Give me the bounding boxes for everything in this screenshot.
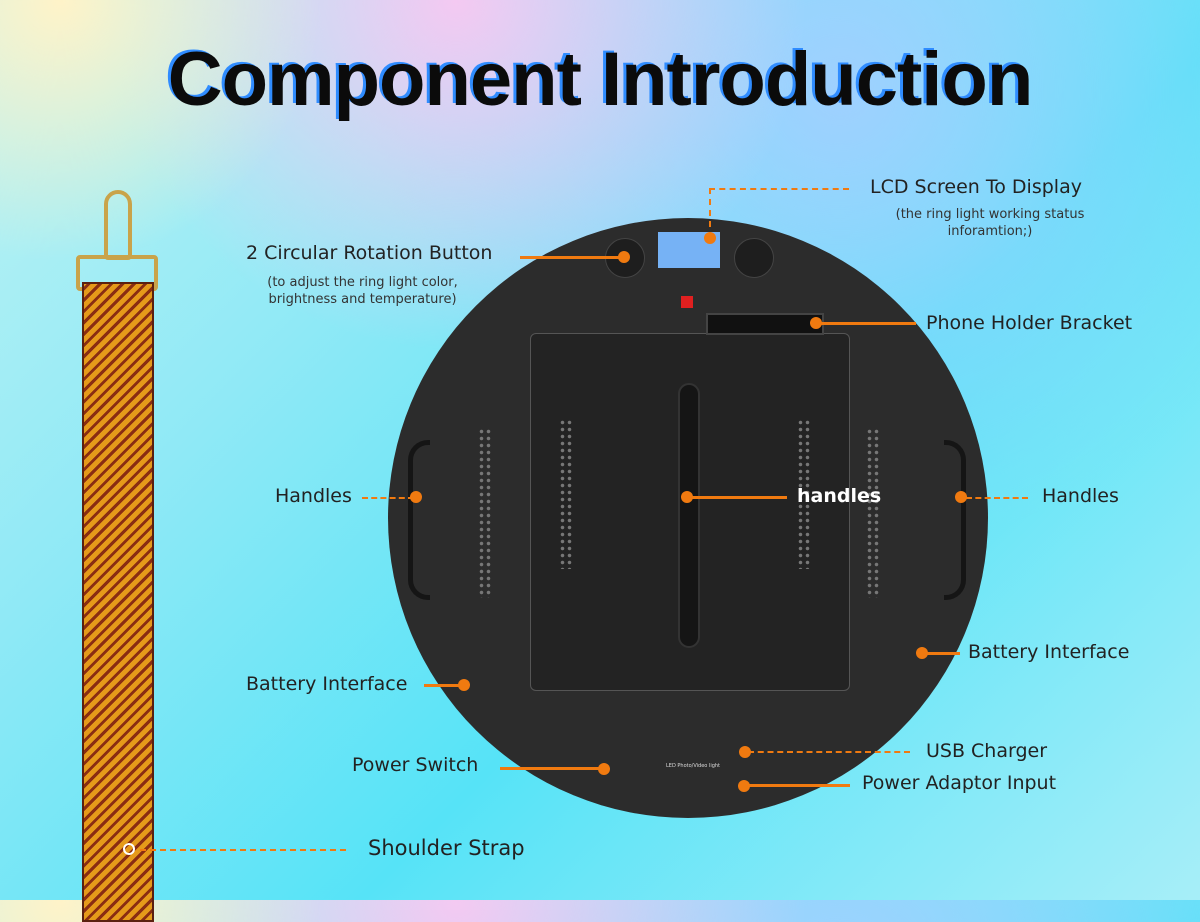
ring-light-back-image: LED Photo/Video light [388, 218, 988, 818]
center-handle [678, 383, 700, 648]
product-label: LED Photo/Video light [666, 763, 721, 769]
lcd-marker [704, 232, 716, 244]
battery-left-marker [458, 679, 470, 691]
power-switch-marker [598, 763, 610, 775]
phone-holder-knob [681, 296, 693, 308]
rotation-button-right [734, 238, 774, 278]
vent [797, 419, 811, 569]
handles-left-marker [410, 491, 422, 503]
page-title: Component Introduction [167, 37, 1034, 122]
usb-charger-label: USB Charger [926, 740, 1048, 762]
rotation-button-description: (to adjust the ring light color, brightn… [267, 275, 458, 307]
rotation-button-label: 2 Circular Rotation Button [246, 242, 493, 264]
rotation-marker [618, 251, 630, 263]
battery-left-label: Battery Interface [246, 673, 408, 695]
battery-left-leader [424, 684, 464, 687]
handles-center-label: handles [797, 485, 882, 507]
handles-right-marker [955, 491, 967, 503]
adaptor-leader [744, 784, 850, 787]
strap-band [82, 282, 154, 922]
side-handle-right [944, 440, 966, 600]
battery-right-label: Battery Interface [968, 641, 1130, 663]
shoulder-strap-label: Shoulder Strap [368, 836, 525, 860]
lcd-description: (the ring light working status inforamti… [895, 207, 1085, 239]
side-handle-left [408, 440, 430, 600]
lcd-leader [709, 188, 849, 190]
phone-holder [706, 313, 824, 335]
phone-holder-label: Phone Holder Bracket [926, 312, 1133, 334]
handles-right-label: Handles [1042, 485, 1119, 507]
lcd-label: LCD Screen To Display [870, 176, 1082, 198]
power-adaptor-label: Power Adaptor Input [862, 772, 1057, 794]
phone-leader [816, 322, 916, 325]
strap-marker [123, 843, 135, 855]
vent [866, 428, 880, 598]
usb-marker [739, 746, 751, 758]
handles-left-leader [362, 497, 414, 499]
handles-right-leader [966, 497, 1028, 499]
vent [559, 419, 573, 569]
handles-left-label: Handles [275, 485, 352, 507]
lcd-leader [709, 188, 711, 238]
rotation-leader [520, 256, 624, 259]
power-switch-label: Power Switch [352, 754, 479, 776]
handles-center-leader [687, 496, 787, 499]
battery-right-leader [922, 652, 960, 655]
power-switch-leader [500, 767, 604, 770]
vent [478, 428, 492, 598]
strap-hook [104, 190, 132, 260]
strap-leader [140, 849, 346, 851]
usb-leader [748, 751, 910, 753]
